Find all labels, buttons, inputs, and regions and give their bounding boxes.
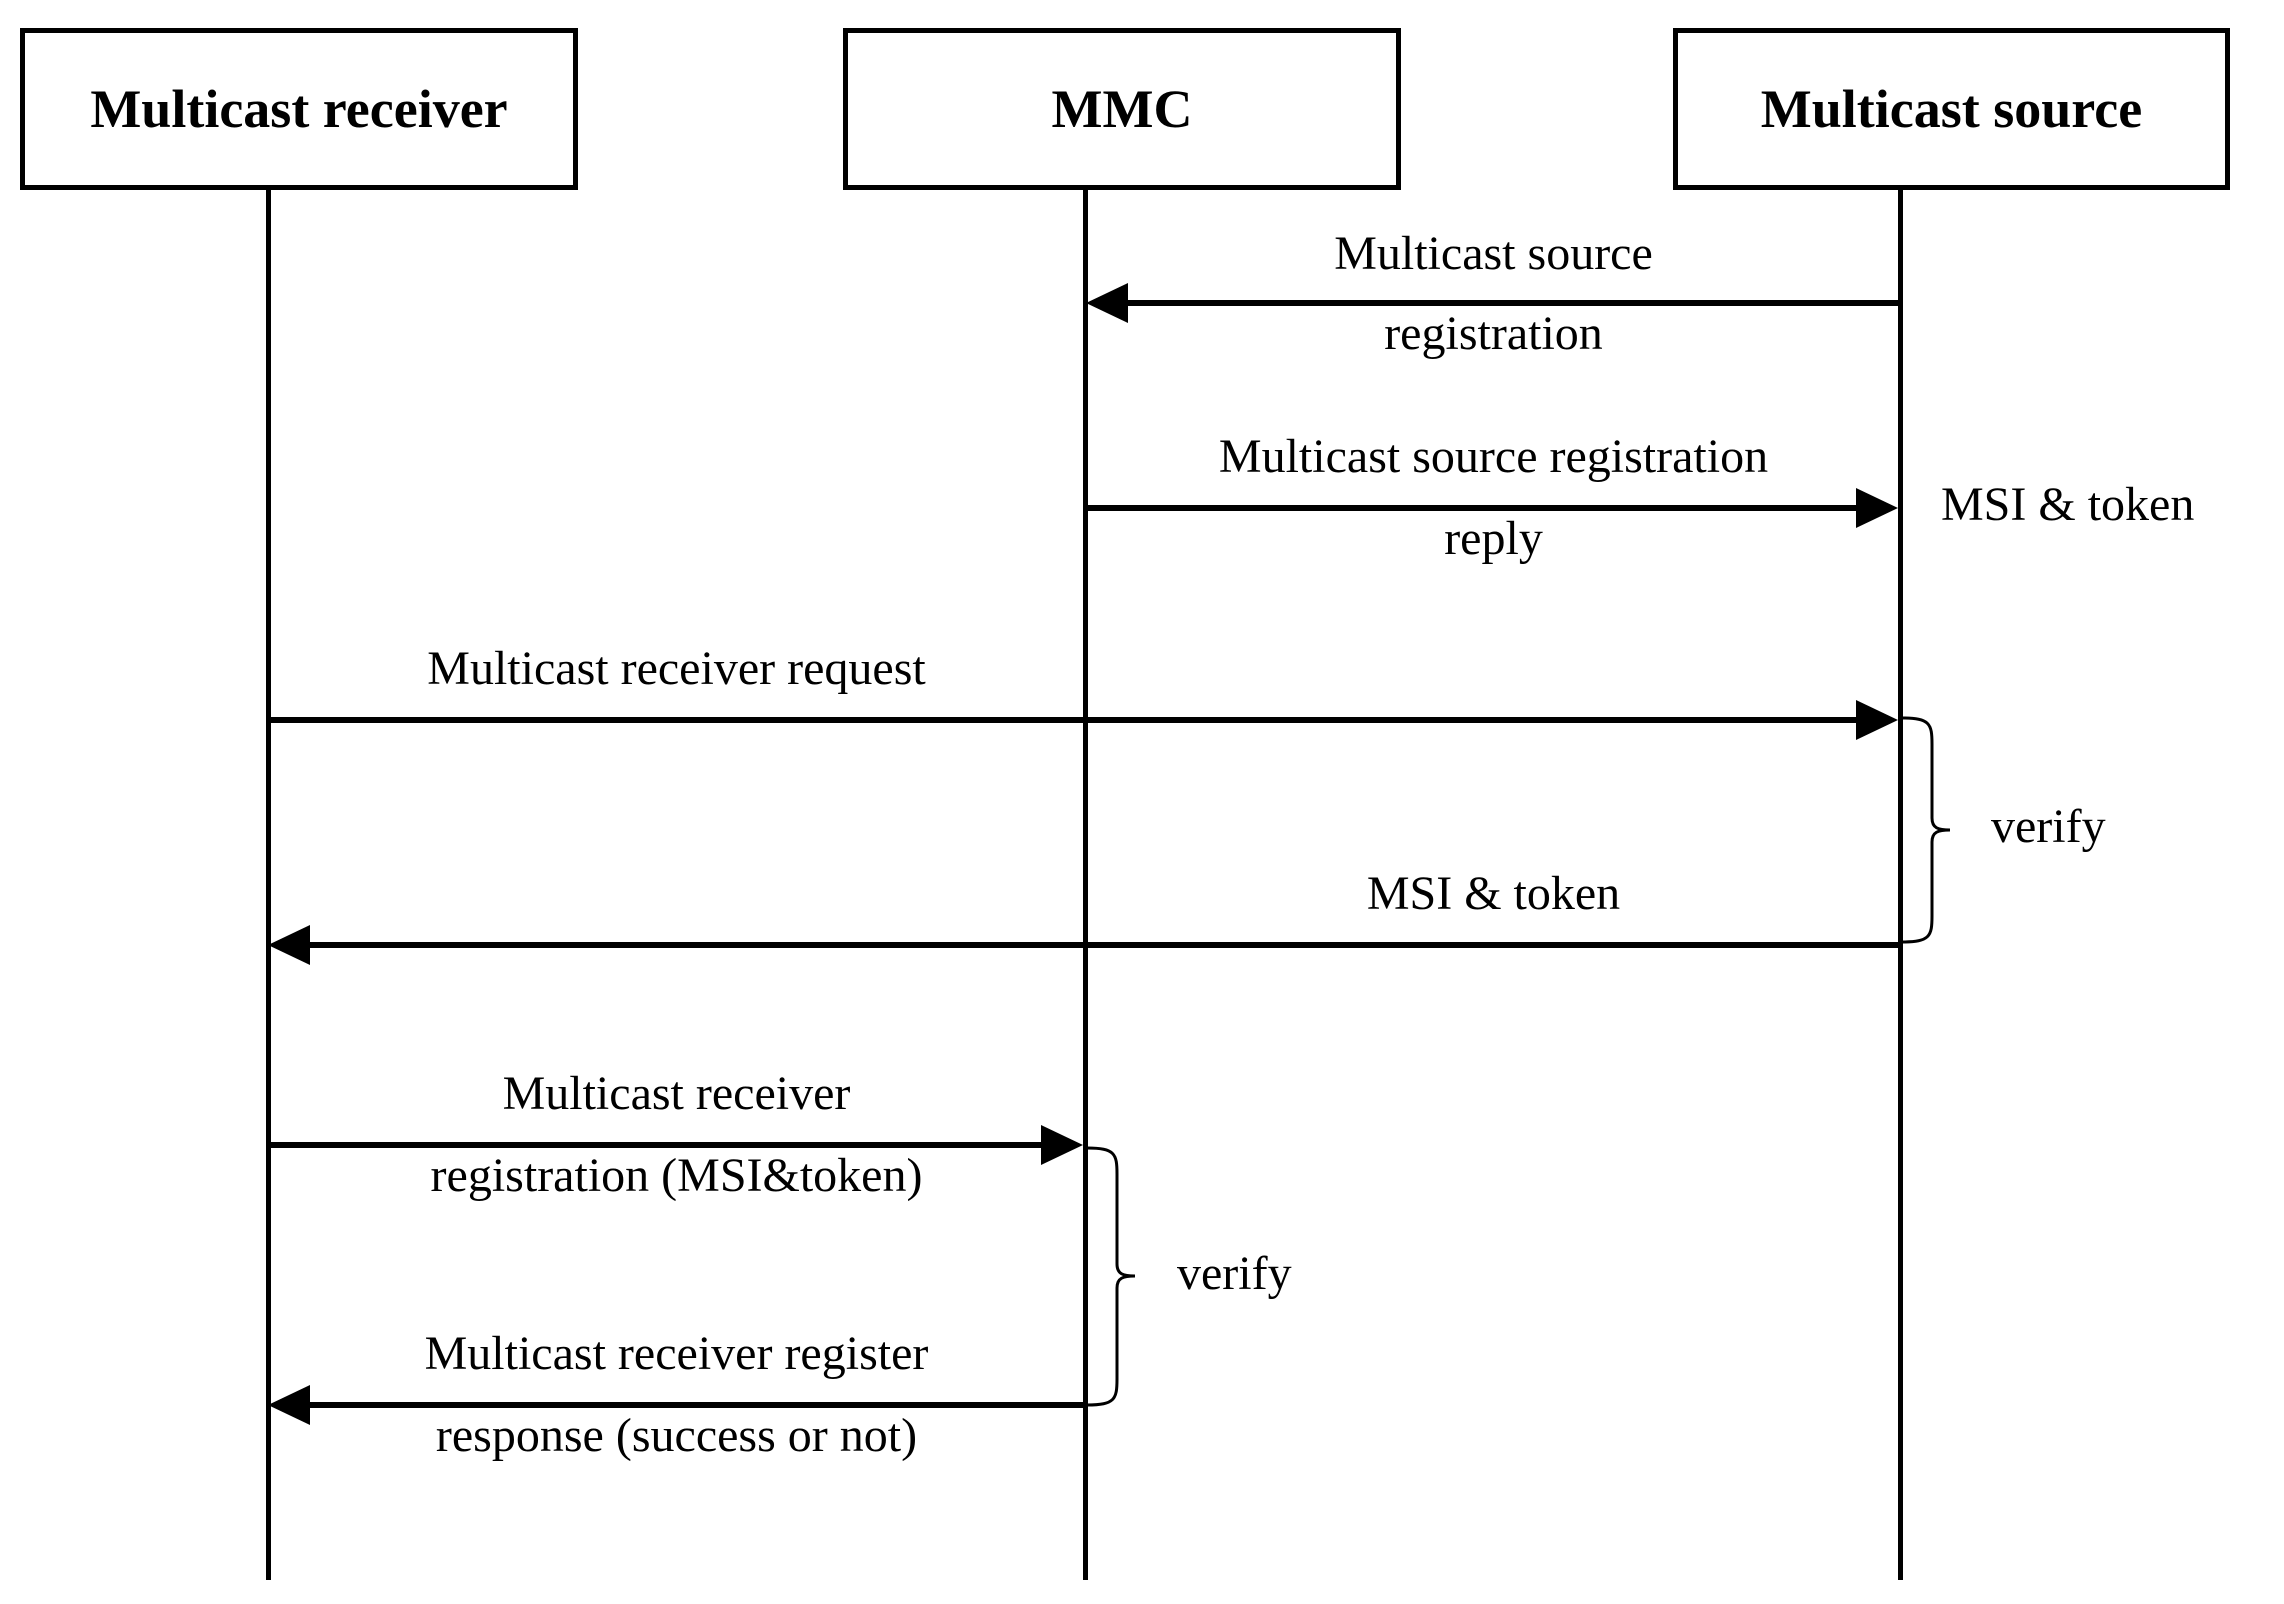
arrowhead-left-6 xyxy=(268,1385,310,1425)
actor-label-multicast-receiver: Multicast receiver xyxy=(90,79,508,139)
arrowhead-right-5 xyxy=(1041,1125,1083,1165)
message-line-5 xyxy=(268,1142,1043,1148)
arrowhead-left-4 xyxy=(268,925,310,965)
brace-verify-source xyxy=(1900,714,1972,946)
message-line-3 xyxy=(268,717,1858,723)
lifeline-multicast-receiver xyxy=(266,190,271,1580)
lifeline-mmc xyxy=(1083,190,1088,1580)
actor-box-mmc: MMC xyxy=(843,28,1401,190)
message-label-below-1: registration xyxy=(1384,307,1603,360)
annotation-msi-token-source: MSI & token xyxy=(1941,478,2195,531)
actor-box-multicast-receiver: Multicast receiver xyxy=(20,28,578,190)
message-label-above-6: Multicast receiver register xyxy=(424,1327,929,1380)
actor-label-mmc: MMC xyxy=(1051,79,1193,139)
brace-verify-mmc xyxy=(1085,1144,1157,1409)
message-label-above-1: Multicast source xyxy=(1334,227,1653,280)
lifeline-multicast-source xyxy=(1898,190,1903,1580)
message-line-6 xyxy=(308,1402,1085,1408)
message-line-4 xyxy=(308,942,1901,948)
message-label-below-2: reply xyxy=(1444,512,1543,565)
message-label-above-3: Multicast receiver request xyxy=(427,642,926,695)
actor-label-multicast-source: Multicast source xyxy=(1760,79,2143,139)
arrowhead-right-2 xyxy=(1856,488,1898,528)
message-label-above-5: Multicast receiver xyxy=(502,1067,851,1120)
message-label-above-2: Multicast source registration xyxy=(1218,430,1769,483)
annotation-verify-mmc: verify xyxy=(1177,1247,1292,1300)
message-line-2 xyxy=(1086,505,1858,511)
message-label-above-4: MSI & token xyxy=(1366,867,1621,920)
arrowhead-right-3 xyxy=(1856,700,1898,740)
actor-box-multicast-source: Multicast source xyxy=(1673,28,2230,190)
annotation-verify-source: verify xyxy=(1991,800,2106,853)
message-label-below-5: registration (MSI&token) xyxy=(430,1149,923,1202)
message-label-below-6: response (success or not) xyxy=(435,1409,918,1462)
message-line-1 xyxy=(1126,300,1901,306)
arrowhead-left-1 xyxy=(1086,283,1128,323)
